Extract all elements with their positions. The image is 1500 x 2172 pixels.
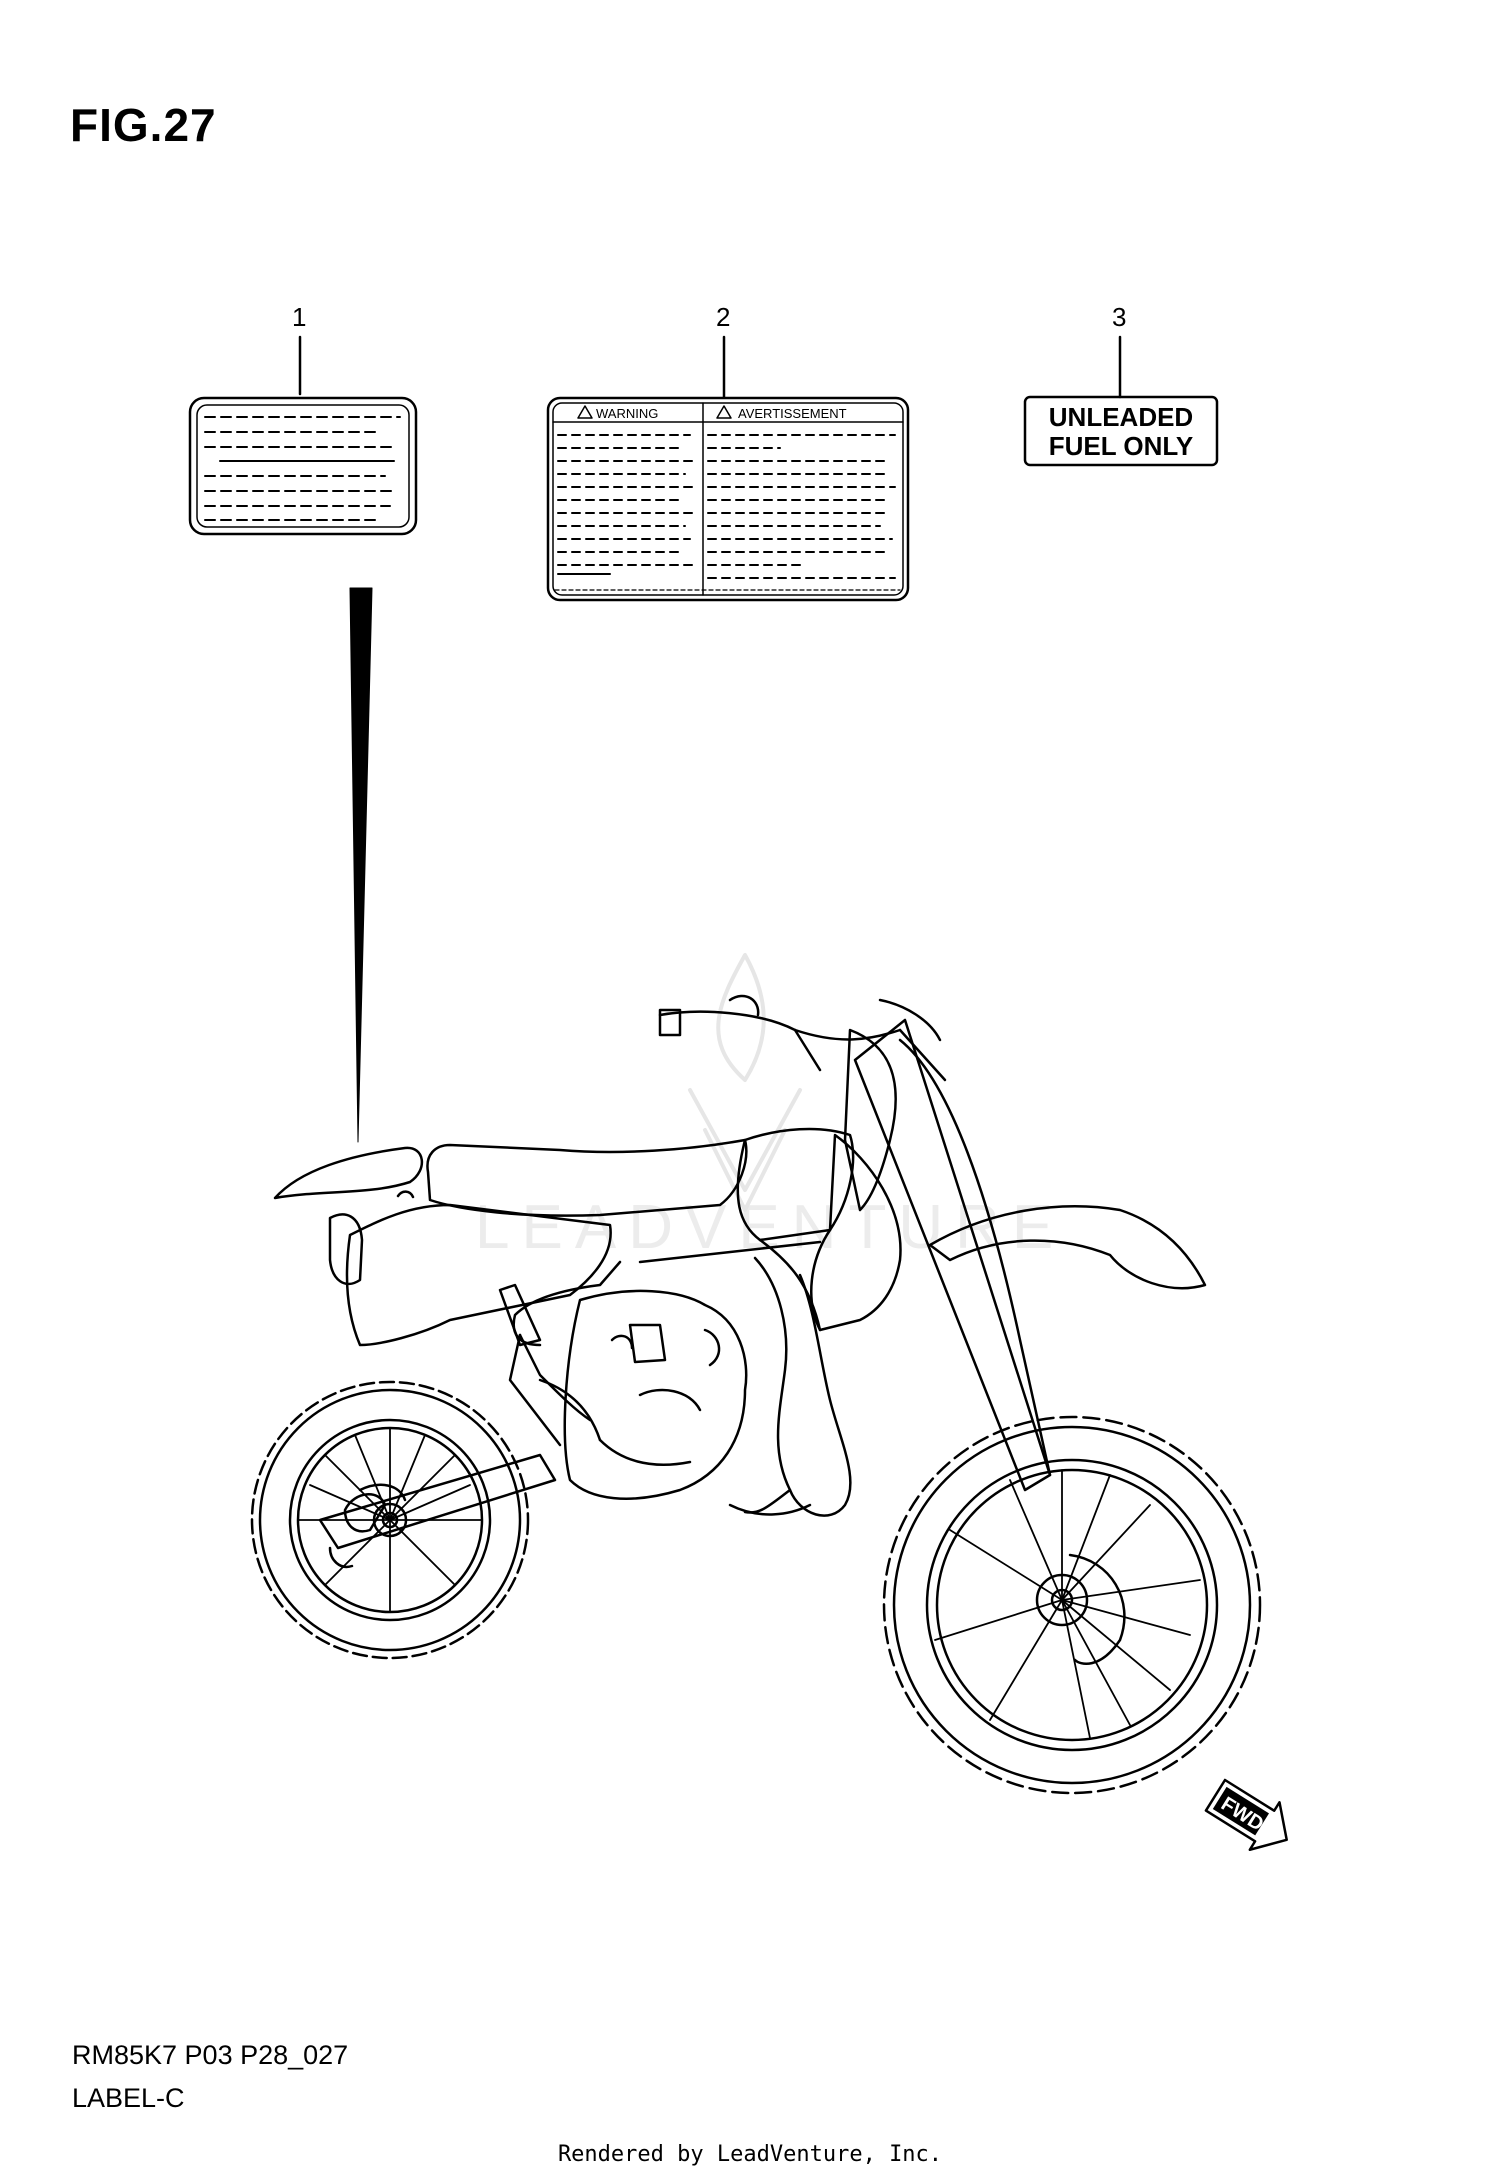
label-3-decal bbox=[1023, 395, 1219, 467]
avertissement-header: AVERTISSEMENT bbox=[738, 406, 847, 421]
watermark-text: LEADVENTURE bbox=[475, 1193, 1066, 1262]
label-3-line2: FUEL ONLY bbox=[1049, 431, 1193, 461]
footer-figure-code: RM85K7 P03 P28_027 bbox=[72, 2040, 349, 2070]
footer-figure-name: LABEL-C bbox=[72, 2083, 185, 2113]
callout-3: 3 bbox=[1112, 302, 1127, 332]
warning-triangle-icon bbox=[577, 405, 732, 419]
callout-1: 1 bbox=[292, 302, 307, 332]
motorcycle-illustration bbox=[250, 994, 1262, 1795]
figure-title: FIG.27 bbox=[70, 99, 217, 151]
fwd-arrow-icon: FWD bbox=[1204, 1778, 1288, 1851]
label-1-decal bbox=[188, 396, 418, 536]
callout-2: 2 bbox=[716, 302, 731, 332]
rendered-by-credit: Rendered by LeadVenture, Inc. bbox=[557, 2142, 943, 2167]
warning-header: WARNING bbox=[596, 406, 658, 421]
placement-arrow bbox=[349, 587, 373, 1143]
leadventure-logo-icon bbox=[688, 953, 802, 1212]
label-3-line1: UNLEADED bbox=[1049, 402, 1193, 432]
label-2-decal bbox=[546, 396, 910, 602]
